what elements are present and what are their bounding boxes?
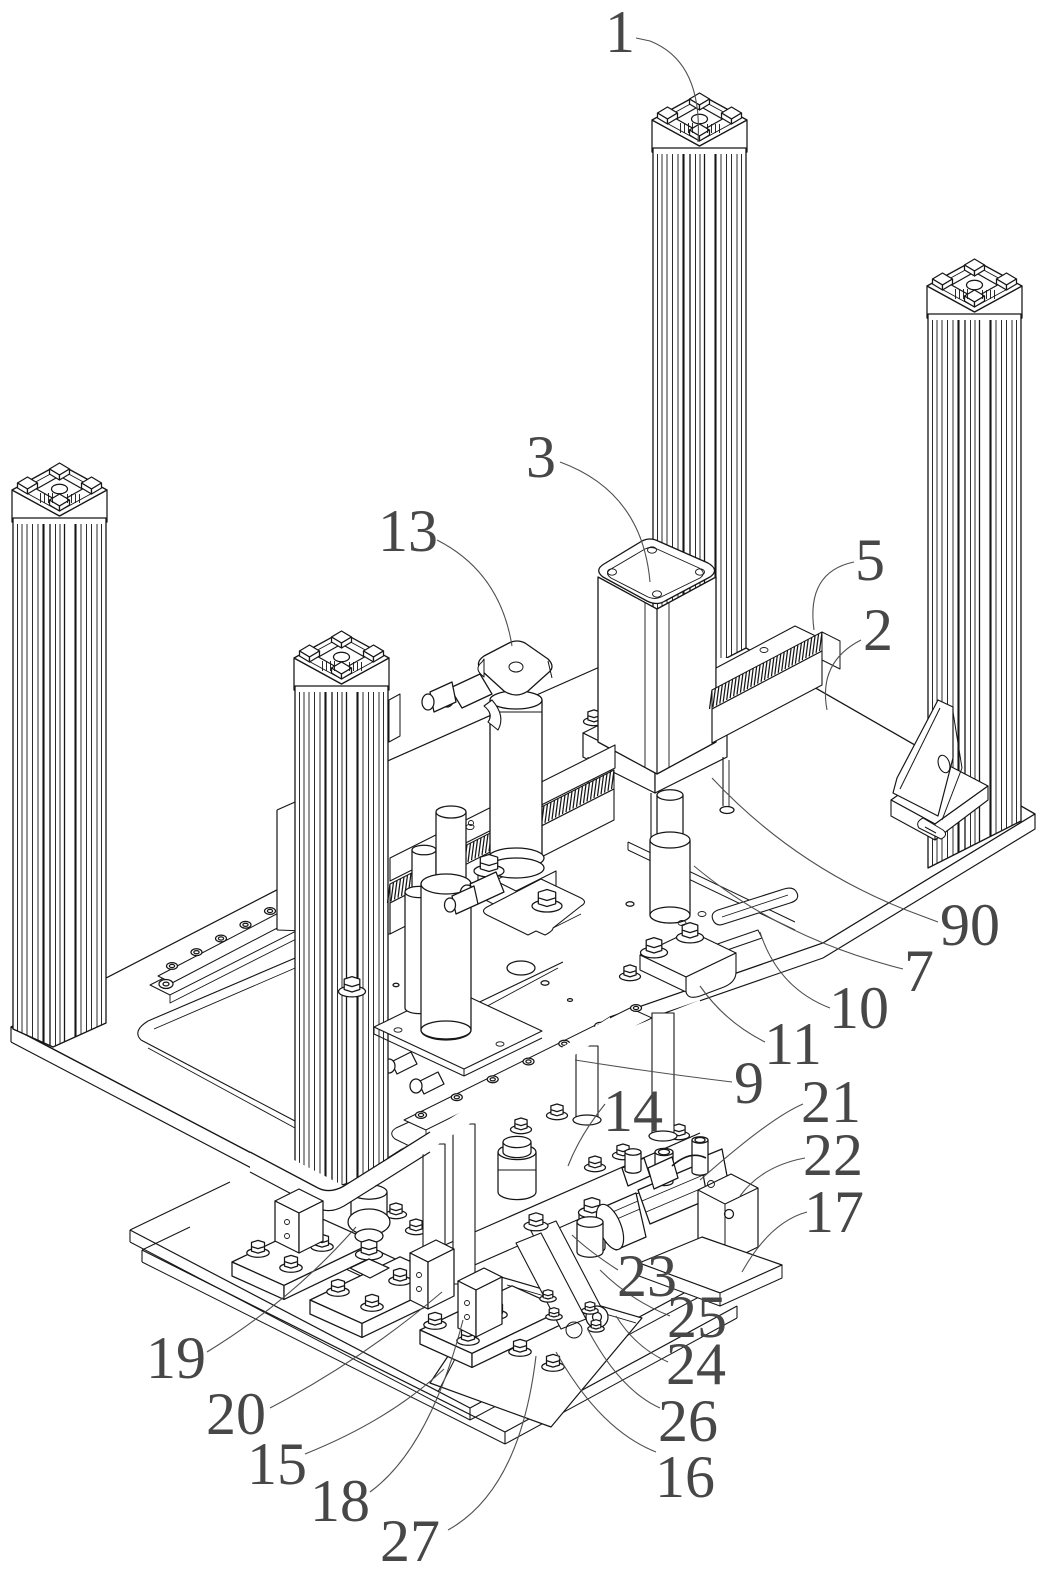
- svg-text:3: 3: [526, 424, 556, 490]
- svg-text:27: 27: [380, 1508, 440, 1567]
- svg-text:18: 18: [310, 1468, 370, 1534]
- svg-text:21: 21: [801, 1069, 861, 1135]
- svg-text:90: 90: [940, 892, 1000, 958]
- svg-text:17: 17: [804, 1179, 864, 1245]
- svg-text:25: 25: [667, 1284, 727, 1350]
- svg-text:10: 10: [829, 975, 889, 1041]
- svg-text:2: 2: [863, 597, 893, 663]
- svg-text:5: 5: [855, 527, 885, 593]
- svg-text:11: 11: [764, 1011, 822, 1077]
- svg-text:19: 19: [146, 1325, 206, 1391]
- svg-text:1: 1: [605, 0, 635, 65]
- svg-text:7: 7: [904, 938, 934, 1004]
- svg-text:20: 20: [206, 1381, 266, 1447]
- svg-text:15: 15: [247, 1431, 307, 1497]
- svg-text:26: 26: [658, 1388, 718, 1454]
- svg-text:13: 13: [378, 498, 438, 564]
- svg-text:16: 16: [655, 1444, 715, 1510]
- svg-text:24: 24: [666, 1331, 726, 1397]
- svg-text:14: 14: [603, 1078, 663, 1144]
- svg-text:22: 22: [803, 1122, 863, 1188]
- svg-text:9: 9: [734, 1050, 764, 1116]
- svg-text:23: 23: [617, 1243, 677, 1309]
